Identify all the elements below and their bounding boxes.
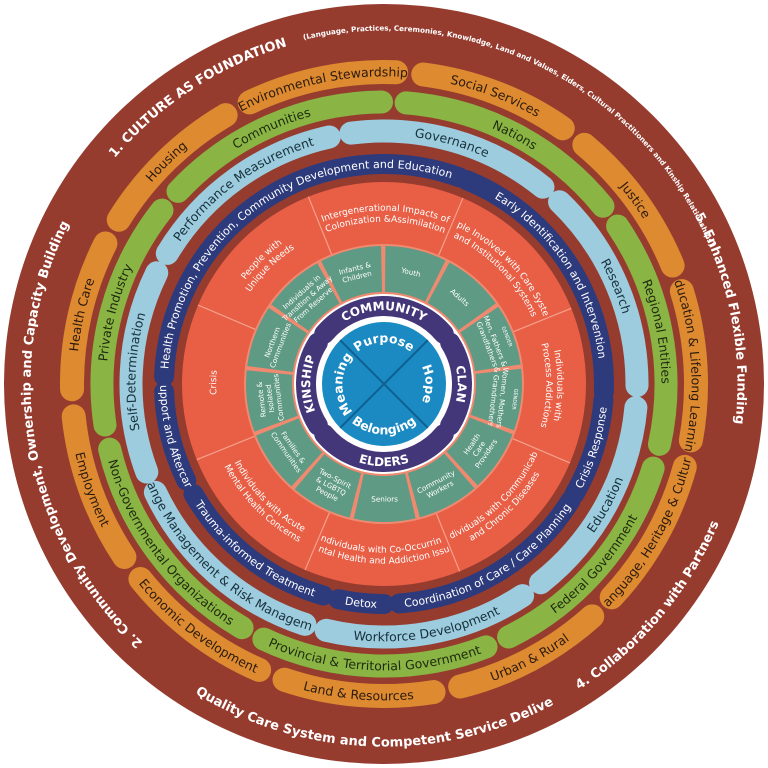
pill-employment [61, 404, 137, 570]
teal-segment [384, 246, 446, 302]
teal-label-line: Remote & [255, 381, 268, 418]
pill-communities [166, 90, 394, 203]
pill-environmental-stewardship [237, 60, 409, 115]
pill-label-detox: Detox [344, 595, 378, 611]
center-word-purpose-path: Purpose [351, 330, 418, 354]
center-cross-b [339, 339, 429, 429]
salmon-divider [438, 197, 464, 256]
community-pill-community [314, 296, 454, 344]
teal-label: Seniors [371, 494, 398, 503]
pill-urban-rural [448, 604, 605, 699]
pill-coordination-of-care-care-planning [389, 490, 581, 614]
teal-segment [470, 368, 523, 431]
teal-label-line: Isolated [264, 384, 277, 413]
teal-segment [353, 473, 416, 522]
pill-trauma-informed-treatment [183, 484, 334, 606]
pill-nations [394, 91, 615, 218]
teal-segment [446, 417, 513, 486]
teal-segment [246, 370, 298, 432]
segment-label-individuals-with-path: Individuals with [551, 349, 565, 422]
pill-research [548, 190, 649, 398]
pill-land-resources [272, 667, 446, 708]
pill-health-promotion-prevention-community-development-and-education [154, 154, 470, 387]
pill-economic-development [128, 567, 272, 682]
community-label-clan: CLAN [453, 364, 469, 403]
pill-private-industry [90, 198, 174, 437]
pill-performance-measurement [155, 125, 341, 265]
teal-segment [294, 454, 362, 518]
pill-early-identification-and-intervention [456, 170, 614, 402]
pill-provincial-territorial-government [252, 627, 498, 678]
pill-regional-entities [606, 214, 678, 456]
gender-tag-women: GENDER [510, 388, 518, 410]
pill-support-and-aftercare [154, 381, 197, 491]
pill-social-services [411, 62, 575, 141]
teal-segment [256, 418, 323, 487]
segment-label-crisis-path: Crisis [209, 370, 220, 396]
pill-education [529, 396, 648, 595]
pill-non-governmental-organizations [98, 437, 254, 640]
salmon-divider [304, 512, 330, 571]
community-label-clan-path: CLAN [453, 364, 469, 403]
teal-segment [271, 263, 340, 331]
salmon-divider [196, 435, 255, 461]
salmon-divider [435, 513, 461, 572]
teal-segment [427, 262, 496, 331]
segment-label-crisis: Crisis [209, 370, 220, 396]
pill-federal-government [497, 456, 665, 649]
pill-housing [106, 103, 238, 232]
pill-detox [328, 589, 394, 614]
teal-segment [460, 306, 521, 371]
salmon-divider [512, 438, 571, 464]
community-pill-kinship [296, 332, 328, 436]
community-pill-clan [440, 332, 472, 436]
teal-label-line: Seniors [371, 494, 398, 503]
salmon-divider [307, 196, 333, 255]
community-label-elders-path: ELDERS [358, 452, 411, 470]
pill-language-heritage-culture [599, 454, 697, 610]
teal-segment [407, 453, 475, 518]
teal-label: Remote &IsolatedCommunities [254, 373, 286, 424]
teal-segment [321, 246, 383, 303]
pill-label-detox-path: Detox [344, 595, 378, 611]
teal-segment [247, 308, 308, 372]
pill-self-determination [119, 261, 169, 484]
segment-label-individuals-with: Individuals with [551, 349, 565, 422]
pill-education-lifelong-learning [669, 279, 708, 453]
pill-change-management-risk-management [143, 480, 317, 636]
pill-health-care [60, 231, 118, 402]
salmon-divider [197, 304, 256, 330]
pill-governance [339, 119, 555, 199]
salmon-divider [513, 307, 572, 333]
center-word-purpose: Purpose [351, 330, 418, 354]
pill-justice [572, 132, 685, 278]
community-label-elders: ELDERS [358, 452, 411, 470]
pill-workforce-development [314, 584, 535, 649]
community-pill-elders [314, 424, 454, 472]
pill-crisis-response [564, 389, 614, 504]
